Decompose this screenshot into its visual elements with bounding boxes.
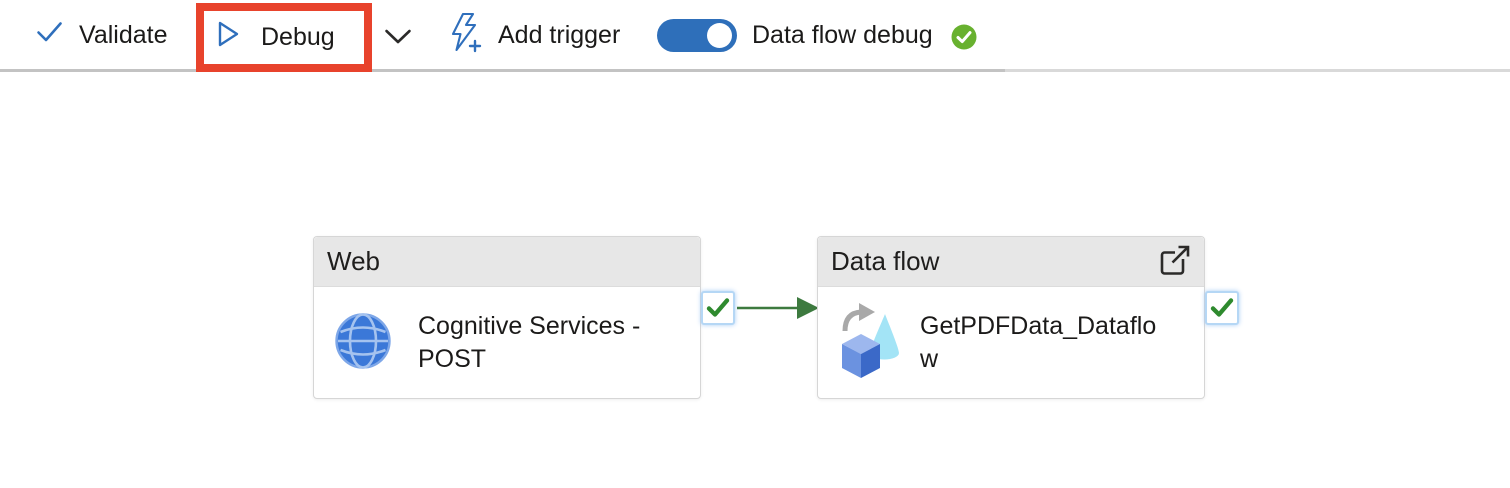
dataflow-node-header: Data flow — [818, 237, 1204, 287]
chevron-down-icon — [384, 24, 412, 53]
dataflow-debug-toggle-wrap — [657, 19, 737, 52]
connector-arrow — [737, 295, 819, 321]
validate-button[interactable]: Validate — [27, 11, 176, 59]
debug-label: Debug — [261, 23, 335, 51]
toolbar-divider-light — [1005, 69, 1510, 72]
add-trigger-label: Add trigger — [498, 20, 621, 49]
web-node-body: Cognitive Services - POST — [314, 287, 700, 399]
dataflow-debug-label: Data flow debug — [752, 21, 933, 49]
web-node-type-label: Web — [327, 246, 380, 276]
dataflow-activity-name: GetPDFData_Dataflow — [920, 312, 1157, 373]
open-in-new-icon — [1156, 242, 1193, 282]
globe-icon — [334, 312, 392, 375]
toolbar-divider — [0, 69, 1005, 72]
dataflow-icon — [838, 301, 904, 386]
add-trigger-button[interactable]: Add trigger — [440, 11, 628, 59]
debug-highlight-box: Debug — [196, 3, 372, 72]
toggle-knob — [707, 23, 732, 48]
dataflow-node-body: GetPDFData_Dataflow — [818, 287, 1204, 399]
activity-node-dataflow[interactable]: Data flow — [817, 236, 1205, 399]
dataflow-debug-toggle[interactable] — [657, 19, 737, 52]
pipeline-canvas: Web Cognitive Services - POST — [0, 72, 1510, 488]
validate-check-icon — [35, 18, 64, 53]
pipeline-toolbar: Validate Debug Add trigger Data flow deb… — [0, 0, 1510, 72]
dataflow-success-check — [1205, 291, 1239, 325]
dataflow-debug-status-icon — [951, 24, 977, 50]
web-success-check — [701, 291, 735, 325]
validate-label: Validate — [79, 20, 168, 49]
debug-options-chevron-button[interactable] — [378, 14, 418, 62]
trigger-bolt-icon — [448, 11, 482, 60]
web-activity-name: Cognitive Services - POST — [418, 312, 641, 373]
play-icon — [215, 19, 241, 56]
web-node-header: Web — [314, 237, 700, 287]
open-dataflow-button[interactable] — [1154, 242, 1194, 282]
debug-button[interactable]: Debug — [204, 14, 343, 62]
activity-node-web[interactable]: Web Cognitive Services - POST — [313, 236, 701, 399]
dataflow-node-type-label: Data flow — [831, 246, 940, 276]
